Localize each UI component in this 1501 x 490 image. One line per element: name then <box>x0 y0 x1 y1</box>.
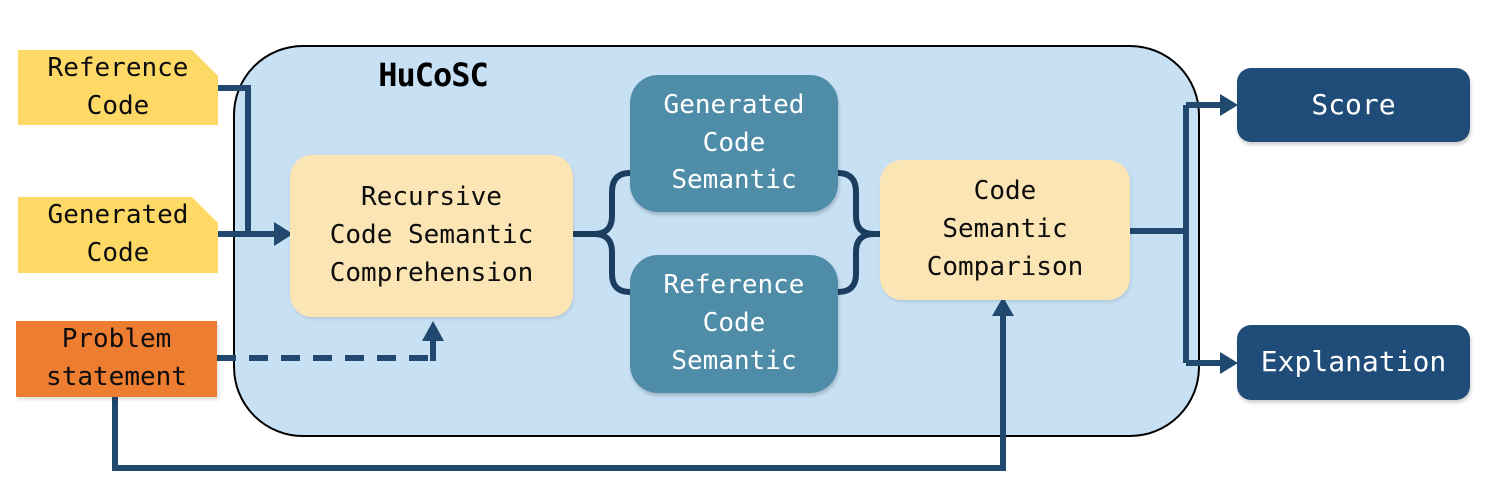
diagram-title: HuCoSC <box>378 56 489 94</box>
reference-code-semantic-box: Reference Code Semantic <box>630 255 838 393</box>
score-output-box: Score <box>1237 68 1470 142</box>
problem-statement-input-box: Problem statement <box>16 321 217 397</box>
reference-code-input-box: Reference Code <box>18 50 218 125</box>
recursive-comprehension-box: Recursive Code Semantic Comprehension <box>290 155 573 317</box>
code-semantic-comparison-box: Code Semantic Comparison <box>880 160 1130 300</box>
generated-code-input-box: Generated Code <box>18 197 218 273</box>
explanation-arrowhead-icon <box>1220 352 1238 374</box>
explanation-output-box: Explanation <box>1237 325 1470 400</box>
generated-code-semantic-box: Generated Code Semantic <box>630 75 838 212</box>
score-arrowhead-icon <box>1220 94 1238 116</box>
